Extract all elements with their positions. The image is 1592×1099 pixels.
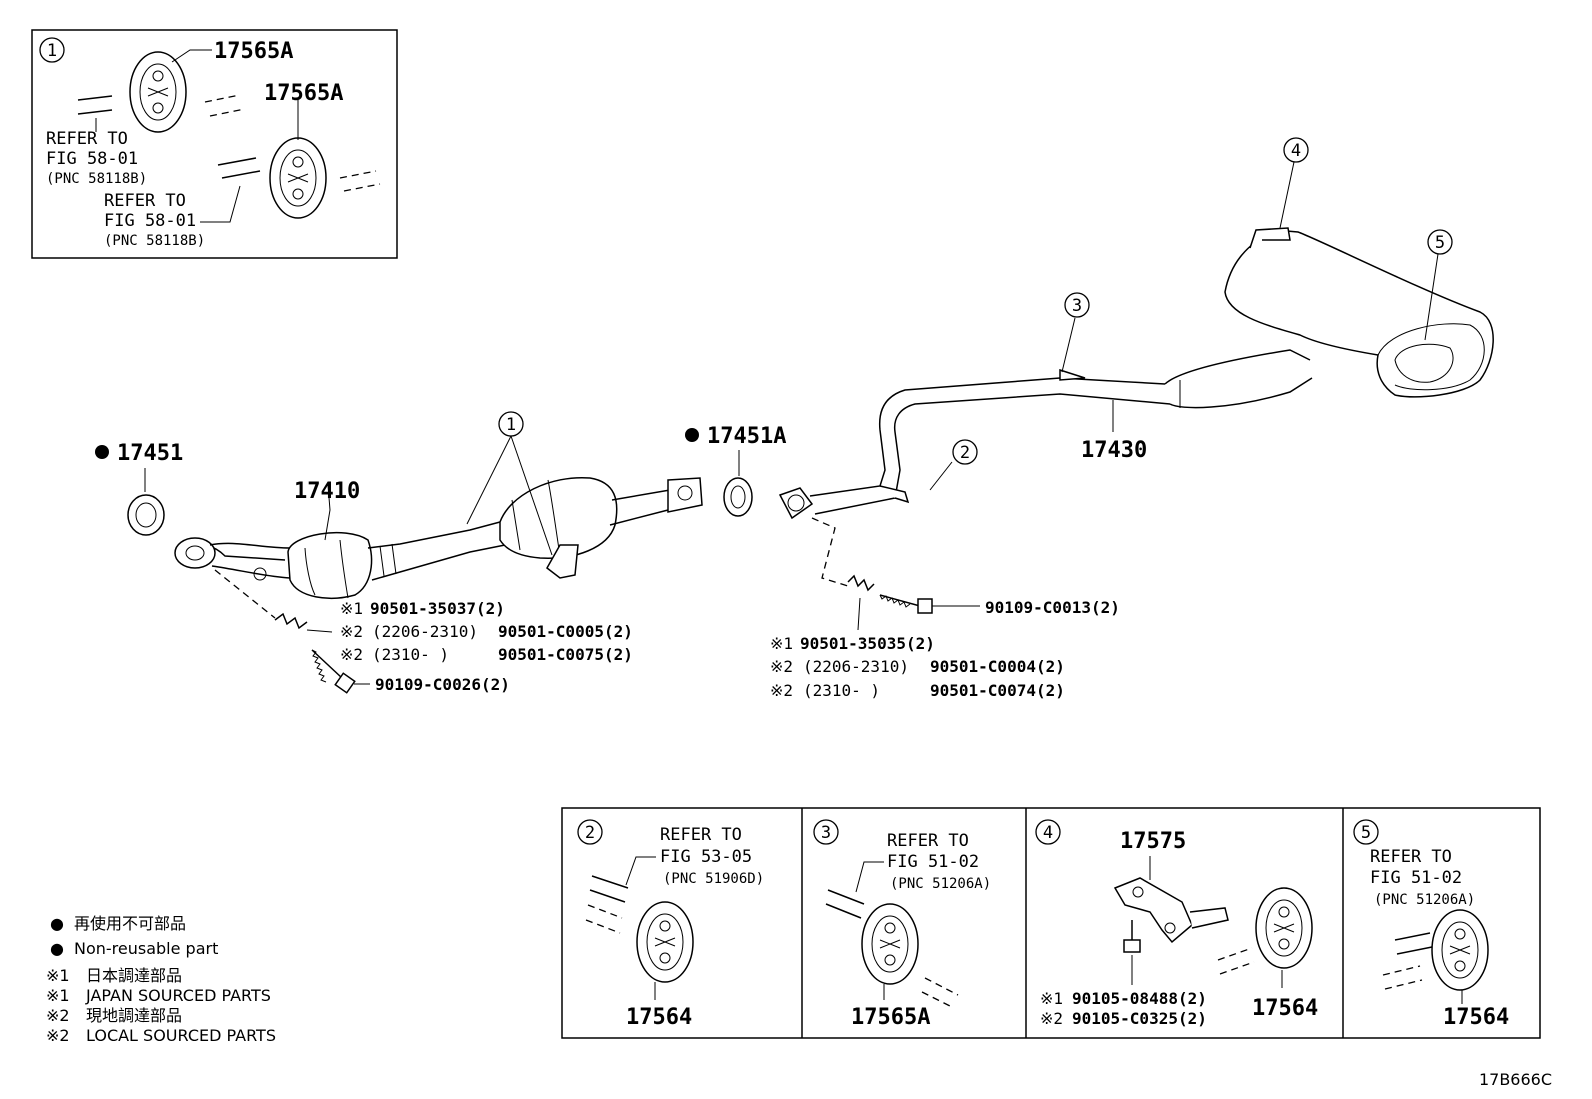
legend-mark-3: ※1 xyxy=(46,966,70,985)
inset2: 2 REFER TO FIG 53-05 (PNC 51906D) 17564 xyxy=(577,819,764,1030)
svg-text:17451A: 17451A xyxy=(707,424,786,449)
center-bolt-part: 90109-C0013(2) xyxy=(985,598,1120,617)
center-springs-bolt xyxy=(811,517,980,631)
legend-text-6: LOCAL SOURCED PARTS xyxy=(86,1026,276,1045)
muffler xyxy=(1224,227,1494,398)
svg-text:※1: ※1 xyxy=(1040,989,1063,1008)
center-spring-1-part: 90501-35035(2) xyxy=(800,634,935,653)
front-spring-3-part: 90501-C0075(2) xyxy=(498,645,633,664)
center-spring-2-part: 90501-C0004(2) xyxy=(930,657,1065,676)
gasket-17451: 17451 xyxy=(95,441,183,536)
front-spring-3-note: ※2 xyxy=(340,645,363,664)
legend-text-1: 再使用不可部品 xyxy=(74,914,186,933)
tail-pipe-17430: 17430 xyxy=(778,349,1313,520)
svg-text:FIG 51-02: FIG 51-02 xyxy=(887,852,979,872)
svg-text:17575: 17575 xyxy=(1120,829,1186,854)
svg-text:3: 3 xyxy=(821,823,831,843)
center-spring-3-part: 90501-C0074(2) xyxy=(930,681,1065,700)
center-spring-3-note: ※2 xyxy=(770,681,793,700)
legend: ● 再使用不可部品 ● Non-reusable part ※1 日本調達部品 … xyxy=(46,914,276,1045)
callout-2-main: 2 xyxy=(929,439,978,491)
svg-text:REFER TO: REFER TO xyxy=(660,825,742,845)
legend-mark-6: ※2 xyxy=(46,1026,70,1045)
svg-text:17430: 17430 xyxy=(1081,438,1147,463)
svg-text:17564: 17564 xyxy=(1252,996,1318,1021)
legend-mark-4: ※1 xyxy=(46,986,70,1005)
front-spring-3-spec: (2310- ) xyxy=(372,645,449,664)
front-spring-2-part: 90501-C0005(2) xyxy=(498,622,633,641)
inset1-ref1-line2: FIG 58-01 xyxy=(46,149,138,169)
legend-text-3: 日本調達部品 xyxy=(86,966,182,985)
front-springs-bolt xyxy=(214,569,370,694)
svg-text:17564: 17564 xyxy=(1443,1005,1509,1030)
inset1-marker: 1 xyxy=(39,37,65,63)
svg-text:90105-C0325(2): 90105-C0325(2) xyxy=(1072,1009,1207,1028)
inset1-ref2-line3: (PNC 58118B) xyxy=(104,233,205,249)
svg-text:90105-08488(2): 90105-08488(2) xyxy=(1072,989,1207,1008)
legend-mark-2: ● xyxy=(50,939,64,958)
front-spring-1-part: 90501-35037(2) xyxy=(370,599,505,618)
svg-text:3: 3 xyxy=(1072,296,1082,316)
inset1-ref2-line1: REFER TO xyxy=(104,191,186,211)
front-bolt-part: 90109-C0026(2) xyxy=(375,675,510,694)
legend-mark-1: ● xyxy=(50,914,64,933)
legend-text-4: JAPAN SOURCED PARTS xyxy=(85,986,271,1005)
front-spring-2-spec: (2206-2310) xyxy=(372,622,478,641)
callout-1-main: 1 xyxy=(466,411,553,556)
svg-text:5: 5 xyxy=(1361,823,1371,843)
callout-4-main: 4 xyxy=(1279,137,1309,229)
center-spring-1-note: ※1 xyxy=(770,634,793,653)
svg-text:17451: 17451 xyxy=(117,441,183,466)
center-spring-2-note: ※2 xyxy=(770,657,793,676)
inset1-ref1-line3: (PNC 58118B) xyxy=(46,171,147,187)
svg-text:2: 2 xyxy=(585,823,595,843)
svg-text:4: 4 xyxy=(1291,141,1301,161)
svg-text:REFER TO: REFER TO xyxy=(1370,847,1452,867)
inset1-hanger-b: 17565A xyxy=(217,81,381,219)
svg-text:5: 5 xyxy=(1435,233,1445,253)
inset1-ref1-line1: REFER TO xyxy=(46,129,128,149)
svg-text:1: 1 xyxy=(506,415,516,435)
svg-text:(PNC 51906D): (PNC 51906D) xyxy=(663,871,764,887)
inset3: 3 REFER TO FIG 51-02 (PNC 51206A) 17565A xyxy=(813,819,991,1030)
front-spring-2-note: ※2 xyxy=(340,622,363,641)
svg-text:REFER TO: REFER TO xyxy=(887,831,969,851)
svg-text:17410: 17410 xyxy=(294,479,360,504)
inset5: 5 REFER TO FIG 51-02 (PNC 51206A) 17564 xyxy=(1353,819,1509,1030)
inset1-ref2-line2: FIG 58-01 xyxy=(104,211,196,231)
svg-text:17565A: 17565A xyxy=(214,39,293,64)
svg-text:4: 4 xyxy=(1043,823,1053,843)
legend-text-5: 現地調達部品 xyxy=(86,1006,182,1025)
legend-text-2: Non-reusable part xyxy=(74,939,218,958)
svg-text:1: 1 xyxy=(47,41,57,61)
svg-text:※2: ※2 xyxy=(1040,1009,1063,1028)
front-exhaust-pipe-17410: 17410 xyxy=(174,476,703,599)
svg-text:FIG 51-02: FIG 51-02 xyxy=(1370,868,1462,888)
svg-text:(PNC 51206A): (PNC 51206A) xyxy=(890,876,991,892)
gasket-17451A: 17451A xyxy=(685,424,786,517)
legend-mark-5: ※2 xyxy=(46,1006,70,1025)
inset1-hanger-a: 17565A xyxy=(77,39,293,133)
callout-5-main: 5 xyxy=(1424,229,1453,341)
svg-text:17565A: 17565A xyxy=(264,81,343,106)
center-spring-3-spec: (2310- ) xyxy=(803,681,880,700)
svg-text:17564: 17564 xyxy=(626,1005,692,1030)
svg-text:2: 2 xyxy=(960,443,970,463)
front-spring-1-note: ※1 xyxy=(340,599,363,618)
svg-text:FIG 53-05: FIG 53-05 xyxy=(660,847,752,867)
svg-text:(PNC 51206A): (PNC 51206A) xyxy=(1374,892,1475,908)
bottom-insets-frame xyxy=(561,807,1541,1039)
diagram-code: 17B666C xyxy=(1479,1070,1552,1089)
svg-text:17565A: 17565A xyxy=(851,1005,930,1030)
callout-3-main: 3 xyxy=(1061,292,1090,373)
center-spring-2-spec: (2206-2310) xyxy=(803,657,909,676)
inset1-frame xyxy=(31,29,398,259)
inset4: 4 17575 17564 ※1 90105-08488(2) ※2 90105… xyxy=(1035,819,1318,1028)
